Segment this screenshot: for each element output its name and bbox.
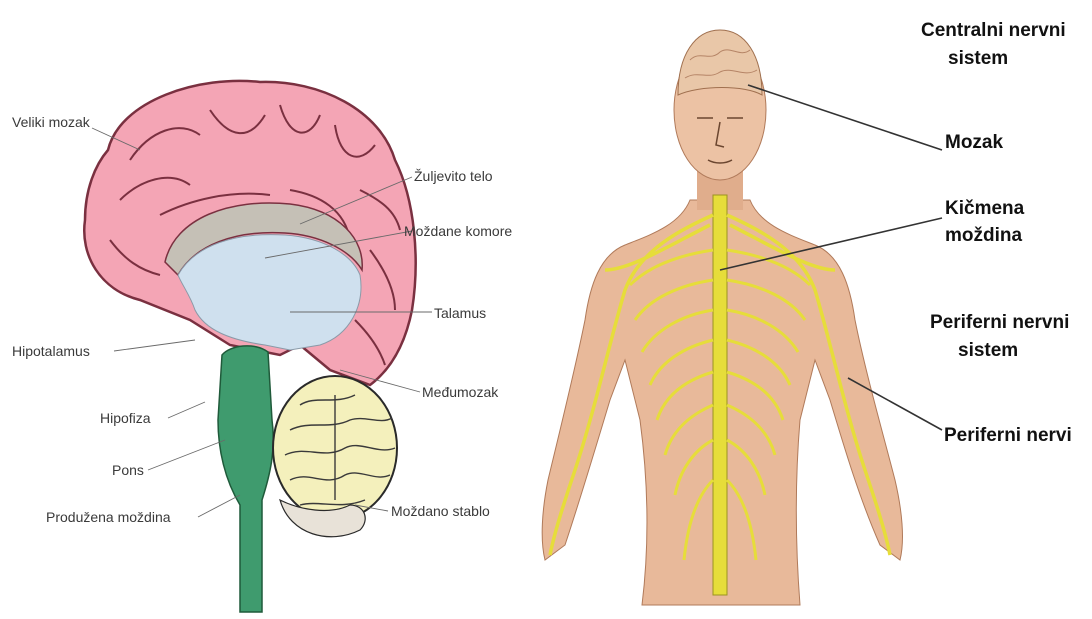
label-talamus: Talamus <box>434 305 486 321</box>
label-periferni-sistem-line2: sistem <box>958 340 1018 361</box>
brainstem-shape <box>218 346 273 612</box>
label-medjumozak: Međumozak <box>422 384 499 400</box>
label-mozdano-stablo: Moždano stablo <box>391 503 490 519</box>
label-zuljevito-telo: Žuljevito telo <box>414 168 493 184</box>
label-hipofiza: Hipofiza <box>100 410 151 426</box>
label-mozak: Mozak <box>945 132 1004 153</box>
label-pons: Pons <box>112 462 144 478</box>
spinal-cord-shape <box>713 195 727 595</box>
label-kicmena-line1: Kičmena <box>945 198 1025 219</box>
label-kicmena-line2: moždina <box>945 225 1022 246</box>
ventricles-shape <box>178 235 361 350</box>
label-periferni-nervi: Periferni nervi <box>944 425 1072 446</box>
label-periferni-sistem-line1: Periferni nervni <box>930 312 1069 333</box>
label-produzena-mozdina: Produžena moždina <box>46 509 171 525</box>
brain-diagram: Veliki mozak Žuljevito telo Moždane komo… <box>12 81 512 612</box>
label-veliki-mozak: Veliki mozak <box>12 114 91 130</box>
label-centralni-line2: sistem <box>948 48 1008 69</box>
label-hipotalamus: Hipotalamus <box>12 343 90 359</box>
label-centralni-line1: Centralni nervni <box>921 20 1066 41</box>
nervous-system-diagram: Centralni nervni sistem Mozak Kičmena mo… <box>542 20 1072 605</box>
label-mozdane-komore: Moždane komore <box>404 223 512 239</box>
